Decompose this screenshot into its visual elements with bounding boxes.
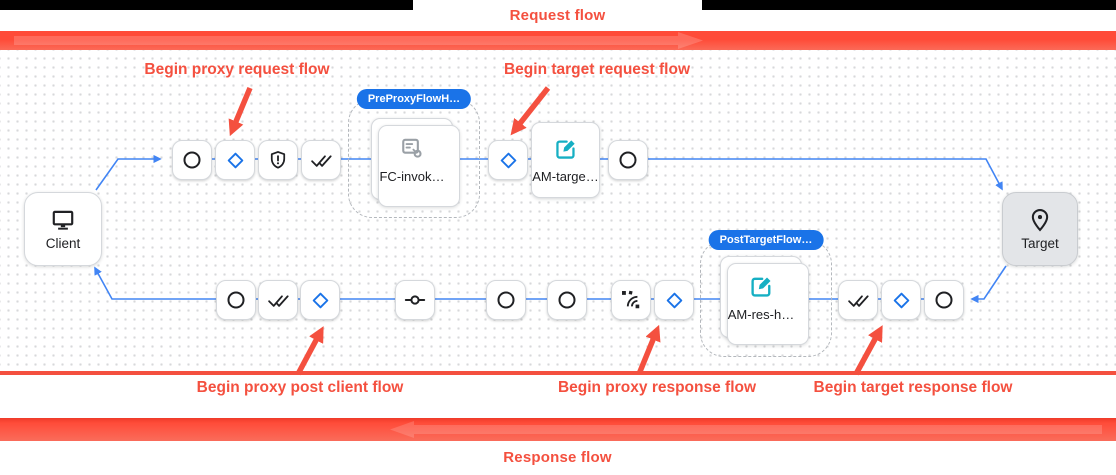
response-flow-arrow-bar <box>0 418 1116 441</box>
response-step-verify-left[interactable] <box>258 280 298 320</box>
circle-icon <box>497 291 515 309</box>
annotation-begin-proxy-post-client-flow: Begin proxy post client flow <box>196 379 404 396</box>
double-check-icon <box>847 294 869 307</box>
request-flow-arrow-bar <box>0 31 1116 50</box>
request-step-verify[interactable] <box>301 140 341 180</box>
response-step-post-client-end[interactable] <box>216 280 256 320</box>
request-flow-label: Request flow <box>509 6 606 24</box>
response-step-post-client-start[interactable] <box>300 280 340 320</box>
response-step-commit[interactable] <box>395 280 435 320</box>
response-step-proxy-response-start[interactable] <box>654 280 694 320</box>
am-target-label: AM-targe… <box>532 169 599 184</box>
fc-invoke-label: FC-invok… <box>379 169 445 184</box>
client-label: Client <box>45 236 81 251</box>
diamond-icon <box>893 292 909 308</box>
response-flow-banner: Response flow <box>413 442 702 472</box>
response-step-circle-1[interactable] <box>486 280 526 320</box>
post-target-flow-hook-group[interactable]: PostTargetFlow… AM-res-h… <box>700 230 832 357</box>
pre-proxy-flow-hook-badge[interactable]: PreProxyFlowH… <box>356 89 472 109</box>
client-node[interactable]: Client <box>24 192 102 266</box>
am-target-policy-card[interactable]: AM-targe… <box>531 122 600 198</box>
diamond-icon <box>666 292 682 308</box>
request-to-target-connector <box>210 158 1003 191</box>
pre-proxy-flow-hook-group[interactable]: PreProxyFlowH… FC-invok… <box>348 89 480 218</box>
diamond-icon <box>227 152 243 168</box>
fc-invoke-policy-card[interactable]: FC-invok… <box>371 118 460 207</box>
diamond-icon <box>500 152 516 168</box>
circle-icon <box>619 151 637 169</box>
response-step-target-response-start[interactable] <box>881 280 921 320</box>
target-node[interactable]: Target <box>1002 192 1078 266</box>
request-step-proxy-flow-start[interactable] <box>215 140 255 180</box>
am-res-label: AM-res-h… <box>727 306 795 322</box>
response-step-end[interactable] <box>924 280 964 320</box>
canvas-bottom-red-line <box>0 371 1116 375</box>
annotation-begin-proxy-response-flow: Begin proxy response flow <box>557 379 757 396</box>
response-step-verify-right[interactable] <box>838 280 878 320</box>
request-step-target-flow-start[interactable] <box>488 140 528 180</box>
response-step-streaming[interactable] <box>611 280 651 320</box>
request-direction-arrow <box>14 32 703 49</box>
annotation-begin-proxy-request-flow: Begin proxy request flow <box>144 61 330 78</box>
edit-icon <box>555 140 575 159</box>
post-target-flow-hook-badge[interactable]: PostTargetFlow… <box>708 230 824 250</box>
double-check-icon <box>310 154 332 167</box>
connector-lines <box>94 154 1007 304</box>
diamond-icon <box>312 292 328 308</box>
target-label: Target <box>1021 236 1059 251</box>
circle-icon <box>183 151 201 169</box>
response-step-circle-2[interactable] <box>547 280 587 320</box>
annotation-begin-target-response-flow: Begin target response flow <box>813 379 1013 396</box>
shield-alert-icon <box>270 151 286 169</box>
double-check-icon <box>267 294 289 307</box>
commit-icon <box>404 295 426 305</box>
response-direction-arrow <box>390 421 1102 438</box>
response-to-client-connector <box>94 266 924 300</box>
request-flow-banner: Request flow <box>413 0 702 30</box>
annotation-begin-target-request-flow: Begin target request flow <box>503 61 691 78</box>
am-res-policy-card[interactable]: AM-res-h… <box>720 256 809 345</box>
request-step-start[interactable] <box>172 140 212 180</box>
request-step-end[interactable] <box>608 140 648 180</box>
circle-icon <box>558 291 576 309</box>
edit-icon <box>750 277 770 297</box>
response-flow-label: Response flow <box>503 448 612 466</box>
flow-editor-canvas[interactable]: Client Target PreProxyFlo <box>0 50 1116 372</box>
monitor-icon <box>52 210 74 230</box>
flow-callout-icon <box>402 138 422 158</box>
circle-icon <box>935 291 953 309</box>
request-step-security[interactable] <box>258 140 298 180</box>
target-to-response-connector <box>970 265 1007 304</box>
circle-icon <box>227 291 245 309</box>
leak-waves-icon <box>622 290 640 309</box>
location-pin-icon <box>1031 209 1049 232</box>
client-to-request-connector <box>95 154 162 191</box>
